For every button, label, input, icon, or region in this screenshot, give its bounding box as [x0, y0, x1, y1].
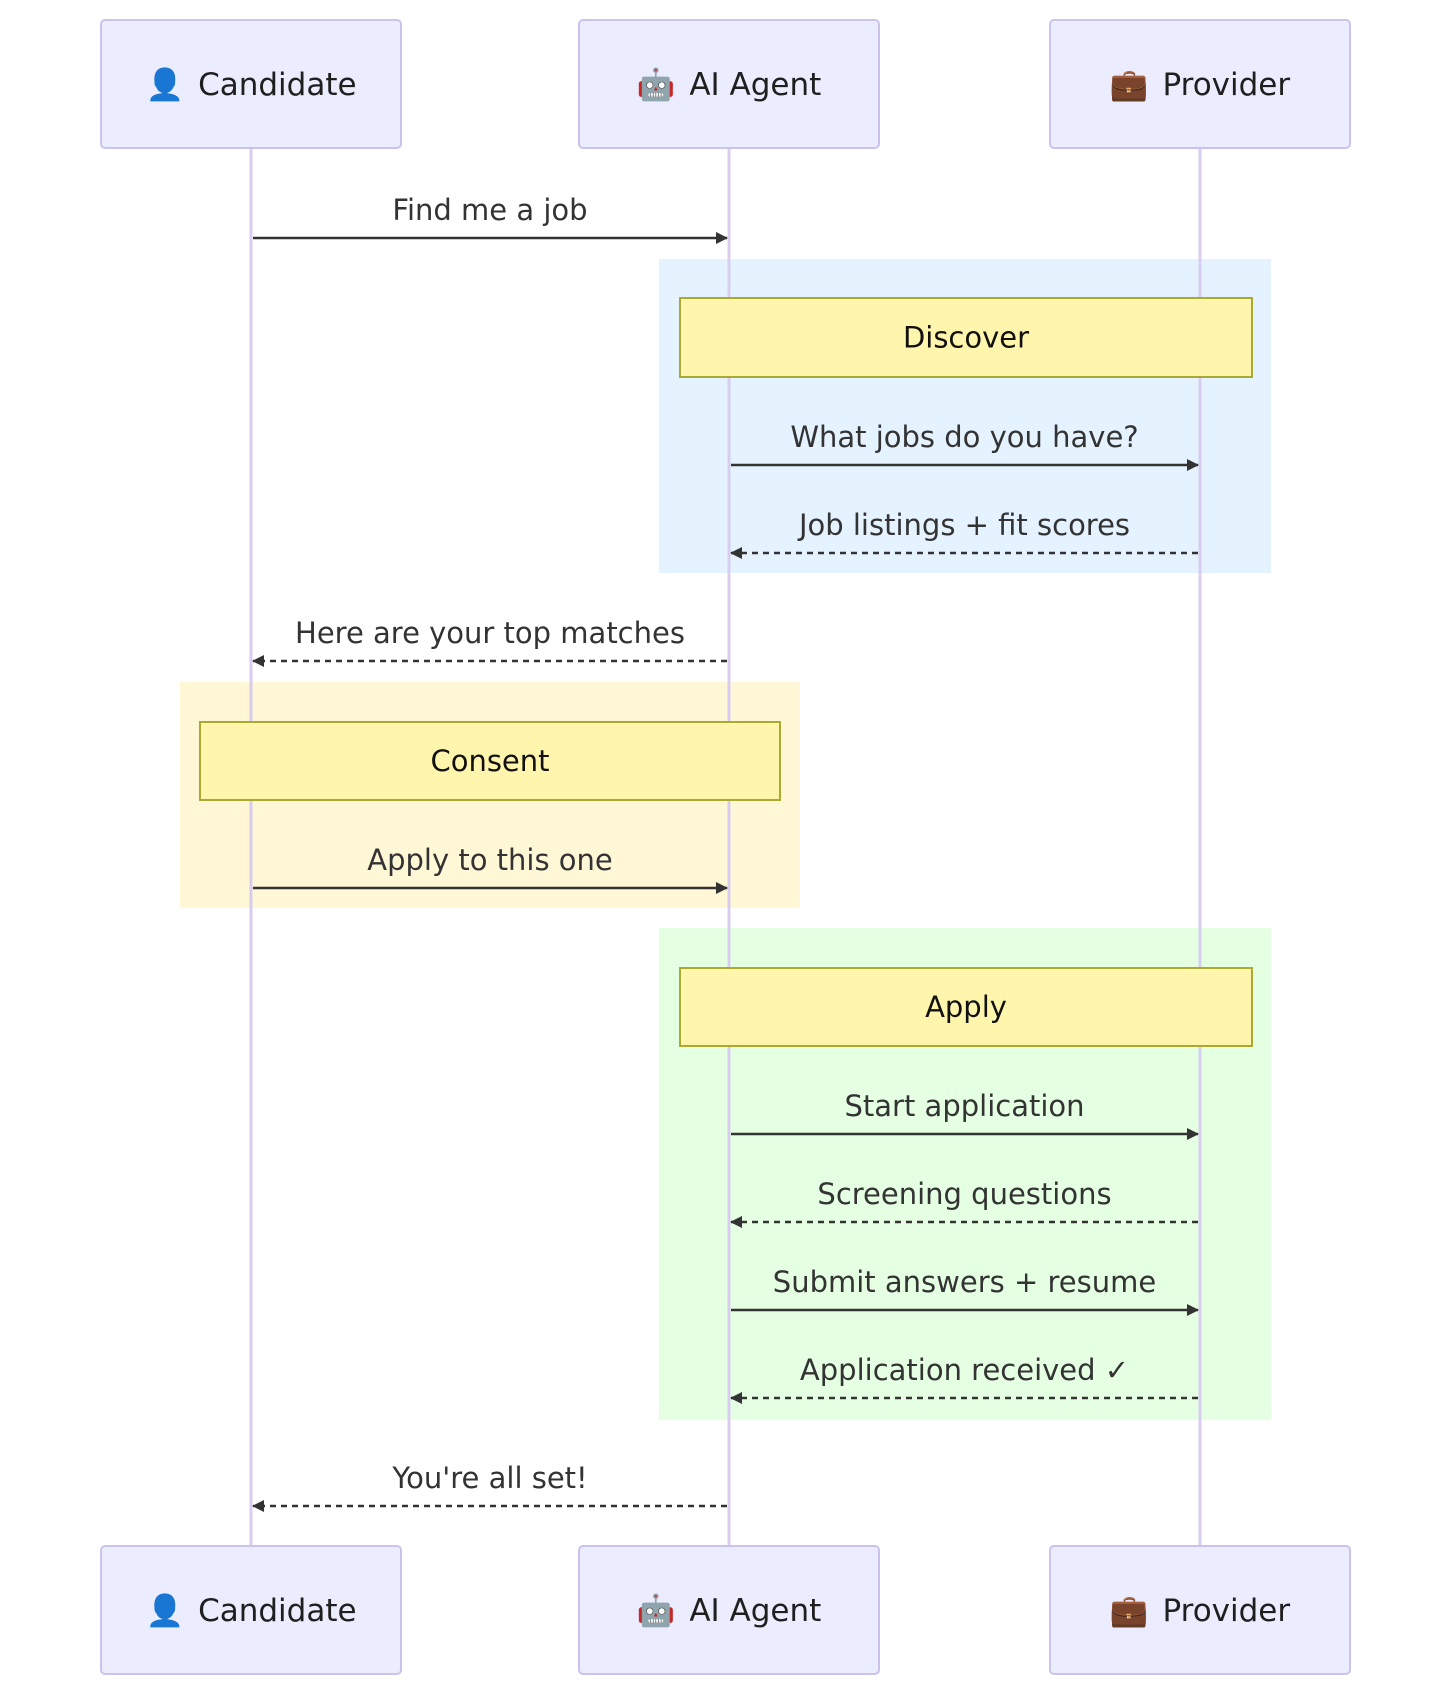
note-label: Consent	[430, 744, 549, 778]
actor-label: 👤 Candidate	[145, 66, 356, 103]
actor-candidate-top: 👤 Candidate	[100, 19, 402, 149]
message-label: What jobs do you have?	[790, 420, 1138, 454]
message-2: What jobs do you have?	[731, 420, 1199, 471]
actor-label: 💼 Provider	[1110, 67, 1290, 103]
message-label: Application received ✓	[800, 1353, 1129, 1387]
message-label: Screening questions	[817, 1177, 1111, 1211]
note-label: Discover	[903, 321, 1029, 355]
briefcase-icon: 💼	[1110, 67, 1149, 103]
message-label: Apply to this one	[367, 843, 613, 877]
message-label: Job listings + fit scores	[797, 508, 1130, 542]
actor-label: 👤 Candidate	[145, 1592, 356, 1629]
actor-agent-top: 🤖 AI Agent	[578, 19, 880, 149]
actor-agent-bottom: 🤖 AI Agent	[578, 1545, 880, 1675]
person-icon: 👤	[145, 66, 184, 103]
actor-label: 🤖 AI Agent	[637, 1592, 822, 1629]
actor-name: Provider	[1162, 1593, 1290, 1629]
message-5: Apply to this one	[253, 843, 728, 894]
note-label: Apply	[925, 990, 1007, 1024]
actor-name: Provider	[1162, 67, 1290, 103]
actor-label: 💼 Provider	[1110, 1593, 1290, 1629]
actor-name: Candidate	[198, 1593, 356, 1629]
message-3: Job listings + fit scores	[730, 508, 1198, 559]
actor-box	[578, 1545, 880, 1675]
actor-candidate-bottom: 👤 Candidate	[100, 1545, 402, 1675]
person-icon: 👤	[145, 1592, 184, 1629]
message-4: Here are your top matches	[252, 616, 727, 667]
message-label: You're all set!	[391, 1461, 587, 1495]
actor-name: AI Agent	[689, 1593, 821, 1629]
note-consent: Consent	[199, 721, 781, 801]
actor-name: Candidate	[198, 67, 356, 103]
actor-name: AI Agent	[689, 67, 821, 103]
actor-box	[100, 19, 402, 149]
actor-box	[578, 19, 880, 149]
note-discover: Discover	[679, 297, 1253, 378]
message-8: Submit answers + resume	[731, 1265, 1199, 1316]
actor-provider-top: 💼 Provider	[1049, 19, 1351, 149]
message-label: Find me a job	[392, 193, 587, 227]
message-10: You're all set!	[252, 1461, 727, 1512]
robot-icon: 🤖	[637, 66, 676, 103]
note-box	[679, 967, 1253, 1047]
message-label: Submit answers + resume	[773, 1265, 1156, 1299]
note-box	[199, 721, 781, 801]
message-1: Find me a job	[253, 193, 728, 244]
robot-icon: 🤖	[637, 1592, 676, 1629]
message-7: Screening questions	[730, 1177, 1198, 1228]
note-apply: Apply	[679, 967, 1253, 1047]
message-6: Start application	[731, 1089, 1199, 1140]
actor-label: 🤖 AI Agent	[637, 66, 822, 103]
actor-box	[1049, 1545, 1351, 1675]
actor-box	[1049, 19, 1351, 149]
actor-provider-bottom: 💼 Provider	[1049, 1545, 1351, 1675]
message-label: Start application	[844, 1089, 1084, 1123]
actor-box	[100, 1545, 402, 1675]
message-label: Here are your top matches	[295, 616, 685, 650]
briefcase-icon: 💼	[1110, 1593, 1149, 1629]
note-box	[679, 297, 1253, 378]
message-9: Application received ✓	[730, 1353, 1198, 1404]
